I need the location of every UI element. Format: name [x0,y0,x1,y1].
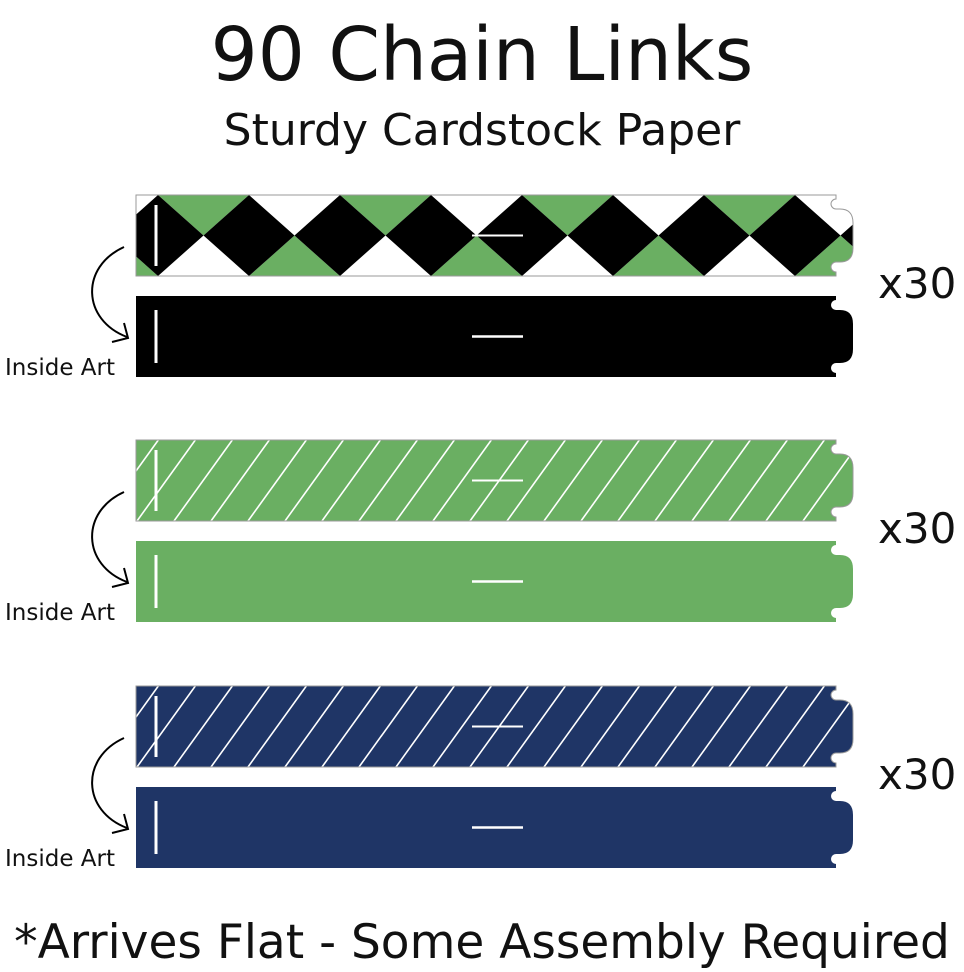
quantity-label: x30 [878,259,956,308]
subtitle: Sturdy Cardstock Paper [224,105,742,156]
diamond [136,195,204,276]
inside-art-label: Inside Art [5,355,115,381]
outside-strip [136,686,853,767]
arrowhead-icon [111,322,130,343]
inside-art-label: Inside Art [5,600,115,626]
diamond [749,195,841,276]
chain-link-set-2: Inside Art x30 [5,439,956,626]
diamond [385,195,477,276]
outside-strip [136,440,853,521]
chain-link-set-1: Inside Art x30 [5,194,956,381]
title: 90 Chain Links [211,12,754,98]
inside-art-label: Inside Art [5,846,115,872]
outside-strip [22,195,853,276]
footer-note: *Arrives Flat - Some Assembly Required [14,915,950,970]
curved-arrow-icon [91,246,128,338]
diamond [567,195,659,276]
quantity-label: x30 [878,504,956,553]
curved-arrow-icon [91,737,128,829]
arrowhead-icon [111,567,130,588]
diamond [294,195,386,276]
diamond [658,195,750,276]
arrowhead-icon [111,813,130,834]
curved-arrow-icon [91,491,128,583]
chain-link-set-3: Inside Art x30 [5,685,956,872]
quantity-label: x30 [878,750,956,799]
diamond [203,195,295,276]
diamond [22,195,113,276]
